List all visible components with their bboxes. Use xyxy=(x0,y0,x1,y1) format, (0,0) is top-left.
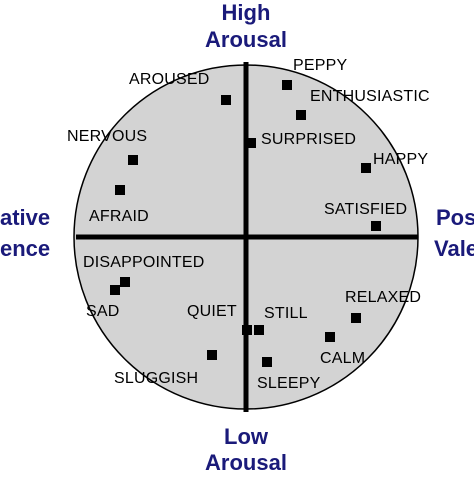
marker-calm xyxy=(325,332,335,342)
label-aroused: AROUSED xyxy=(129,71,210,88)
marker-peppy xyxy=(282,80,292,90)
marker-satisfied xyxy=(371,221,381,231)
label-happy: HAPPY xyxy=(373,151,428,168)
label-satisfied: SATISFIED xyxy=(324,201,407,218)
marker-happy xyxy=(361,163,371,173)
marker-surprised xyxy=(246,138,256,148)
label-enthusiastic: ENTHUSIASTIC xyxy=(310,88,430,105)
marker-quiet xyxy=(242,325,252,335)
label-sleepy: SLEEPY xyxy=(257,375,321,392)
label-surprised: SURPRISED xyxy=(261,131,356,148)
label-quiet: QUIET xyxy=(187,303,237,320)
axis-bottom-line2: Arousal xyxy=(205,450,287,474)
axis-right-line1: Pos xyxy=(436,205,474,230)
marker-relaxed xyxy=(351,313,361,323)
marker-disappointed xyxy=(120,277,130,287)
label-calm: CALM xyxy=(320,350,365,367)
axis-left-line2: ence xyxy=(0,236,50,261)
marker-sleepy xyxy=(262,357,272,367)
axis-right-line2: Vale xyxy=(434,236,474,261)
marker-afraid xyxy=(115,185,125,195)
label-peppy: PEPPY xyxy=(293,57,347,74)
marker-enthusiastic xyxy=(296,110,306,120)
axis-top-line1: High xyxy=(222,0,271,25)
label-disappointed: DISAPPOINTED xyxy=(83,254,205,271)
label-relaxed: RELAXED xyxy=(345,289,421,306)
axis-bottom-line1: Low xyxy=(224,424,269,449)
label-afraid: AFRAID xyxy=(89,208,149,225)
axis-left-line1: ative xyxy=(0,205,50,230)
axis-top-line2: Arousal xyxy=(205,27,287,52)
marker-aroused xyxy=(221,95,231,105)
marker-sluggish xyxy=(207,350,217,360)
marker-nervous xyxy=(128,155,138,165)
label-nervous: NERVOUS xyxy=(67,128,147,145)
marker-still xyxy=(254,325,264,335)
marker-sad xyxy=(110,285,120,295)
label-sad: SAD xyxy=(86,303,120,320)
label-still: STILL xyxy=(264,305,308,322)
label-sluggish: SLUGGISH xyxy=(114,370,198,387)
